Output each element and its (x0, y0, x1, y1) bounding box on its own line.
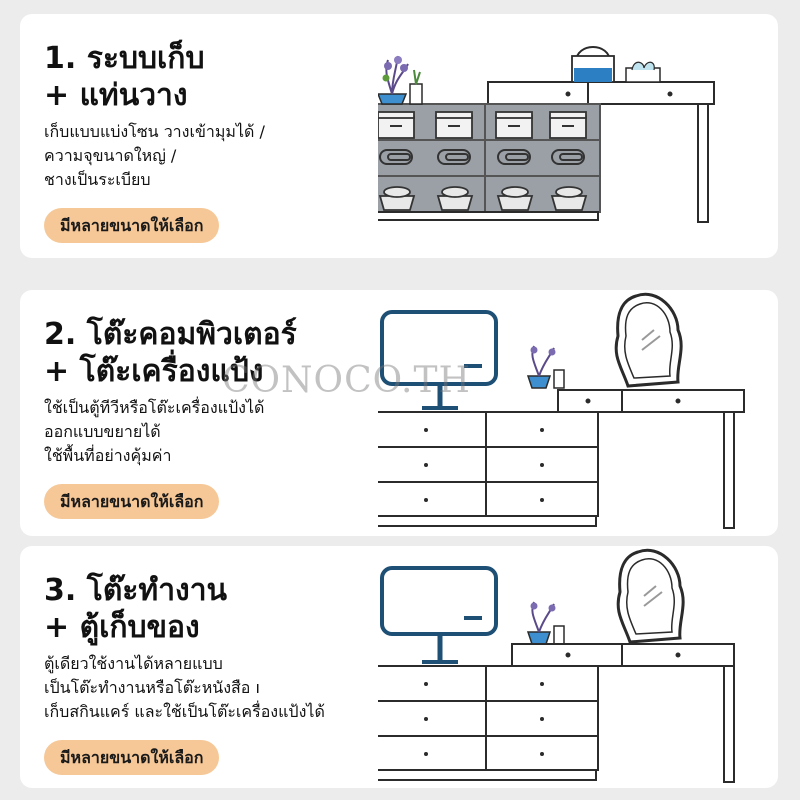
desk-vanity-illustration (378, 292, 745, 529)
plant-icon (378, 55, 423, 105)
card-text: 1. ระบบเก็บ + แท่นวาง เก็บแบบแบ่งโซน วาง… (44, 40, 414, 243)
desc-line-1: เก็บแบบแบ่งโซน วางเข้ามุมได้ / (44, 122, 265, 141)
size-options-button[interactable]: มีหลายขนาดให้เลือก (44, 208, 220, 243)
desc-line-1: ใช้เป็นตู้ทีวีหรือโต๊ะเครื่องแป้งได้ (44, 398, 265, 417)
plant-icon (526, 345, 565, 389)
title-line-1: 3. โต๊ะทำงาน (44, 573, 228, 608)
plant-icon (526, 601, 565, 645)
feature-card-storage: 1. ระบบเก็บ + แท่นวาง เก็บแบบแบ่งโซน วาง… (20, 14, 778, 258)
mirror-icon (614, 292, 683, 388)
title-line-2: + โต๊ะเครื่องแป้ง (44, 354, 264, 389)
title-line-1: 2. โต๊ะคอมพิวเตอร์ (44, 317, 297, 352)
desc-line-3: ใช้พื้นที่อย่างคุ้มค่า (44, 446, 172, 465)
storage-cabinet-illustration (378, 46, 715, 223)
feature-card-work-storage: 3. โต๊ะทำงาน + ตู้เก็บของ ตู้เดียวใช้งาน… (20, 546, 778, 788)
card-description: ตู้เดียวใช้งานได้หลายแบบ เป็นโต๊ะทำงานหร… (44, 652, 414, 724)
monitor-icon (380, 310, 498, 410)
size-options-button[interactable]: มีหลายขนาดให้เลือก (44, 484, 220, 519)
title-line-2: + ตู้เก็บของ (44, 610, 200, 645)
tissue-box-icon (625, 61, 661, 83)
card-description: เก็บแบบแบ่งโซน วางเข้ามุมได้ / ความจุขนา… (44, 120, 414, 192)
title-line-2: + แท่นวาง (44, 78, 188, 113)
desc-line-3: เก็บสกินแคร์ และใช้เป็นโต๊ะเครื่องแป้งได… (44, 702, 325, 721)
card-text: 2. โต๊ะคอมพิวเตอร์ + โต๊ะเครื่องแป้ง ใช้… (44, 316, 414, 519)
feature-card-computer-vanity: 2. โต๊ะคอมพิวเตอร์ + โต๊ะเครื่องแป้ง ใช้… (20, 290, 778, 536)
monitor-icon (380, 566, 498, 664)
mirror-icon (616, 548, 685, 644)
desc-line-3: ชางเป็นระเบียบ (44, 170, 151, 189)
bag-icon (571, 46, 615, 83)
card-text: 3. โต๊ะทำงาน + ตู้เก็บของ ตู้เดียวใช้งาน… (44, 572, 414, 775)
title-line-1: 1. ระบบเก็บ (44, 41, 205, 76)
desc-line-2: ความจุขนาดใหญ่ / (44, 146, 177, 165)
card-title: 1. ระบบเก็บ + แท่นวาง (44, 40, 414, 114)
work-desk-illustration (378, 548, 735, 783)
card-description: ใช้เป็นตู้ทีวีหรือโต๊ะเครื่องแป้งได้ ออก… (44, 396, 414, 468)
size-options-button[interactable]: มีหลายขนาดให้เลือก (44, 740, 220, 775)
card-title: 3. โต๊ะทำงาน + ตู้เก็บของ (44, 572, 414, 646)
desc-line-2: เป็นโต๊ะทำงานหรือโต๊ะหนังสือ ı (44, 678, 260, 697)
desc-line-1: ตู้เดียวใช้งานได้หลายแบบ (44, 654, 223, 673)
desc-line-2: ออกแบบขยายได้ (44, 422, 161, 441)
card-title: 2. โต๊ะคอมพิวเตอร์ + โต๊ะเครื่องแป้ง (44, 316, 414, 390)
